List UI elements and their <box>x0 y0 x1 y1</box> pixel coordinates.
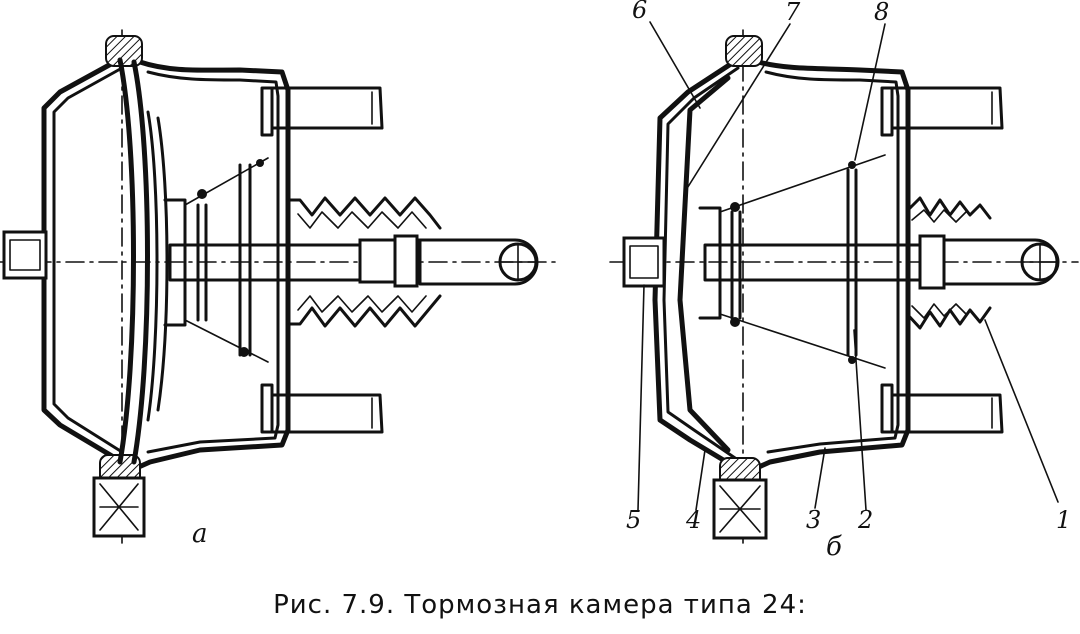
view-b-label: б <box>826 532 842 562</box>
callout-2: 2 <box>857 506 873 534</box>
callout-4: 4 <box>685 506 701 534</box>
callout-8: 8 <box>874 0 889 26</box>
callout-6: 6 <box>632 0 647 24</box>
callout-7: 7 <box>785 0 801 26</box>
brake-chamber-view-a: а <box>0 29 561 549</box>
callout-3: 3 <box>806 506 821 534</box>
figure-caption: Рис. 7.9. Тормозная камера типа 24: <box>273 590 807 620</box>
view-a-label: а <box>192 519 208 549</box>
callout-5: 5 <box>626 506 641 534</box>
brake-chamber-view-b: 6 7 8 5 4 3 2 1 б <box>609 0 1079 562</box>
callout-1: 1 <box>1056 506 1071 534</box>
